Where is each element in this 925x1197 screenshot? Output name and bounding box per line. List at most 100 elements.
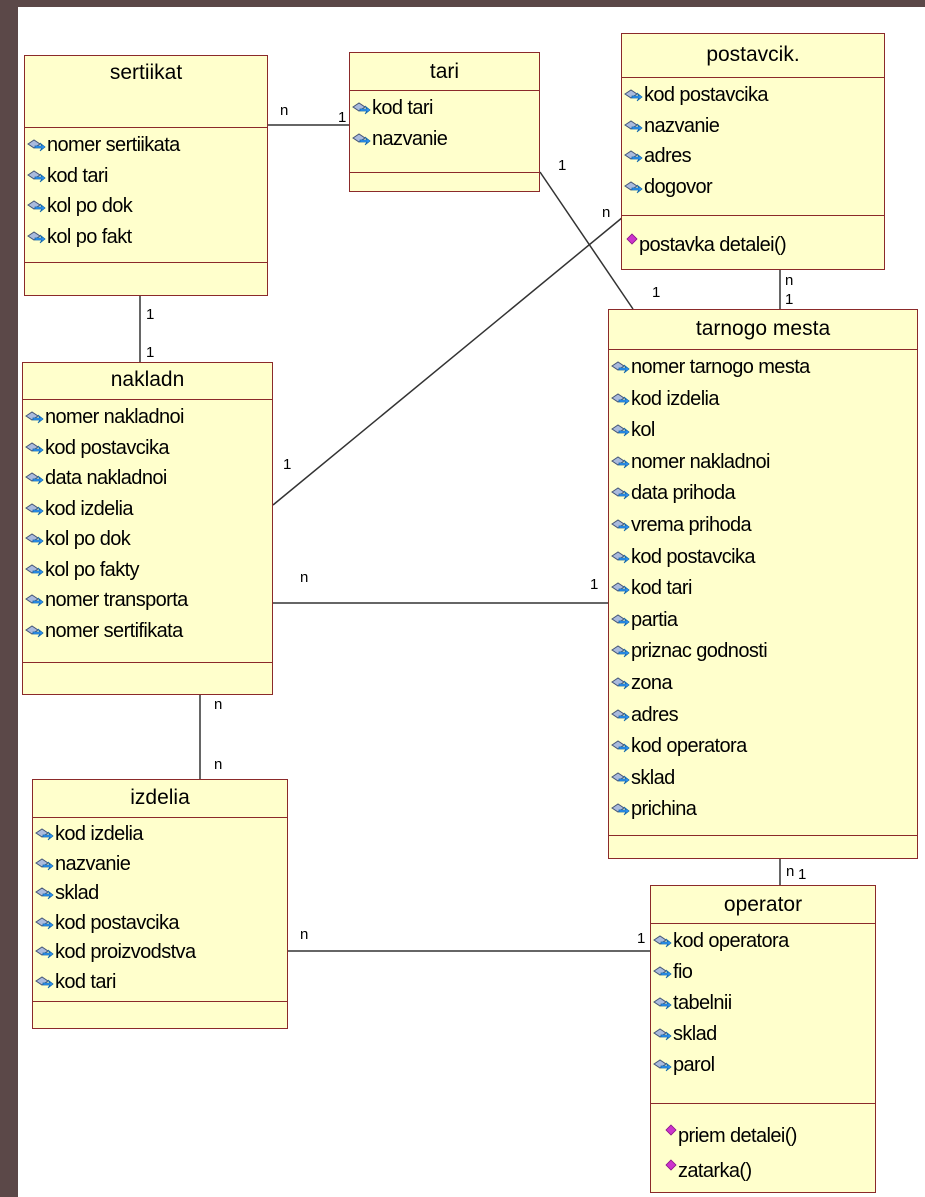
- attribute-icon: [35, 880, 54, 900]
- attribute-list: kod izdelia nazvanie sklad kod postavcik…: [33, 818, 287, 1002]
- attribute-row: nomer tarnogo mesta: [611, 352, 917, 384]
- attribute-row: vrema prihoda: [611, 510, 917, 542]
- attribute-row: kod operatora: [653, 926, 875, 957]
- attribute-icon: [35, 969, 54, 988]
- class-tarnogo-mesta[interactable]: tarnogo mesta nomer tarnogo mesta kod iz…: [608, 309, 918, 859]
- attribute-row: nomer nakladnoi: [611, 447, 917, 479]
- attribute-row: nomer sertiikata: [27, 130, 267, 161]
- multiplicity-label: 1: [558, 157, 567, 174]
- multiplicity-label: n: [786, 863, 795, 880]
- operation-icon: [665, 1116, 677, 1136]
- attribute-row: kod operatora: [611, 731, 917, 763]
- multiplicity-label: n: [300, 569, 309, 586]
- attribute-icon: [352, 125, 371, 145]
- attribute-row: dogovor: [624, 172, 884, 203]
- attribute-row: sklad: [653, 1019, 875, 1050]
- attribute-icon: [653, 989, 672, 1010]
- attribute-row: adres: [611, 700, 917, 732]
- attribute-row: kod izdelia: [35, 820, 287, 850]
- class-nakladn[interactable]: nakladn nomer nakladnoi kod postavcika d…: [22, 362, 273, 695]
- attribute-icon: [25, 495, 44, 515]
- multiplicity-label: 1: [637, 930, 646, 947]
- attribute-icon: [611, 543, 630, 563]
- attribute-row: prichina: [611, 794, 917, 826]
- attribute-row: kod postavcika: [25, 433, 272, 464]
- attribute-icon: [611, 637, 630, 658]
- attribute-row: kod postavcika: [611, 542, 917, 574]
- attribute-icon: [611, 669, 630, 690]
- operation-row: priem detalei(): [665, 1116, 875, 1151]
- operation-row: postavka detalei(): [626, 224, 884, 261]
- attribute-icon: [624, 142, 643, 163]
- attribute-row: kod postavcika: [624, 80, 884, 111]
- attribute-row: sklad: [611, 763, 917, 795]
- operation-row: zatarka(): [665, 1151, 875, 1186]
- multiplicity-label: n: [602, 204, 611, 221]
- class-tari[interactable]: tari kod tari nazvanie: [349, 52, 540, 192]
- assoc-postavcik-nakladn: [272, 216, 624, 506]
- attribute-row: nomer transporta: [25, 585, 272, 616]
- attribute-icon: [25, 586, 44, 607]
- class-title: tarnogo mesta: [695, 317, 831, 340]
- attribute-list: nomer sertiikata kod tari kol po dok kol…: [25, 128, 267, 263]
- class-postavcik[interactable]: postavcik. kod postavcika nazvanie adres…: [621, 33, 885, 270]
- multiplicity-label: 1: [146, 344, 155, 361]
- multiplicity-label: 1: [283, 456, 292, 473]
- attribute-list: nomer nakladnoi kod postavcika data nakl…: [23, 400, 272, 663]
- attribute-icon: [624, 112, 643, 132]
- attribute-list: kod operatora fio tabelnii sklad parol: [651, 924, 875, 1104]
- attribute-icon: [25, 403, 44, 424]
- class-title: operator: [723, 893, 803, 916]
- operation-list: priem detalei() zatarka(): [651, 1104, 875, 1186]
- operation-list: postavka detalei(): [622, 216, 884, 261]
- attribute-icon: [611, 385, 630, 405]
- attribute-icon: [25, 556, 44, 576]
- class-title: nakladn: [110, 368, 185, 391]
- class-sertifikat[interactable]: sertiikat nomer sertiikata kod tari kol …: [24, 55, 268, 296]
- attribute-row: kod tari: [35, 968, 287, 998]
- attribute-list: kod tari nazvanie: [350, 91, 539, 173]
- attribute-icon: [611, 416, 630, 437]
- attribute-row: kod tari: [611, 573, 917, 605]
- attribute-icon: [35, 821, 54, 841]
- attribute-icon: [611, 764, 630, 785]
- attribute-row: kol: [611, 415, 917, 447]
- operation-icon: [665, 1151, 677, 1171]
- class-title: tari: [429, 60, 460, 83]
- class-title: postavcik.: [706, 43, 800, 66]
- attribute-row: kod proizvodstva: [35, 938, 287, 968]
- multiplicity-label: n: [280, 102, 289, 119]
- attribute-icon: [25, 617, 44, 637]
- attribute-icon: [611, 479, 630, 500]
- attribute-list: kod postavcika nazvanie adres dogovor: [622, 78, 884, 216]
- attribute-row: kod izdelia: [611, 384, 917, 416]
- attribute-row: nazvanie: [35, 850, 287, 880]
- attribute-icon: [25, 525, 44, 546]
- attribute-icon: [624, 81, 643, 102]
- attribute-row: kol po dok: [27, 191, 267, 222]
- attribute-row: kod tari: [352, 93, 539, 124]
- diagram-canvas: sertiikat nomer sertiikata kod tari kol …: [18, 7, 925, 1197]
- attribute-row: sklad: [35, 879, 287, 909]
- attribute-icon: [624, 173, 643, 193]
- attribute-row: nazvanie: [352, 124, 539, 155]
- attribute-icon: [611, 448, 630, 469]
- attribute-icon: [611, 795, 630, 816]
- class-operator[interactable]: operator kod operatora fio tabelnii skla…: [650, 885, 876, 1193]
- attribute-icon: [653, 927, 672, 948]
- multiplicity-label: 1: [652, 284, 661, 301]
- attribute-row: tabelnii: [653, 988, 875, 1019]
- attribute-row: nomer nakladnoi: [25, 402, 272, 433]
- attribute-list: nomer tarnogo mesta kod izdelia kol nome…: [609, 350, 917, 836]
- multiplicity-label: 1: [590, 576, 599, 593]
- attribute-row: kol po fakty: [25, 555, 272, 586]
- class-izdelia[interactable]: izdelia kod izdelia nazvanie sklad kod p…: [32, 779, 288, 1029]
- multiplicity-label: 1: [785, 291, 794, 308]
- attribute-row: nazvanie: [624, 111, 884, 142]
- multiplicity-label: n: [785, 272, 794, 289]
- attribute-icon: [27, 162, 46, 182]
- attribute-row: kod postavcika: [35, 909, 287, 939]
- multiplicity-label: 1: [338, 109, 347, 126]
- attribute-icon: [25, 434, 44, 454]
- attribute-icon: [653, 958, 672, 979]
